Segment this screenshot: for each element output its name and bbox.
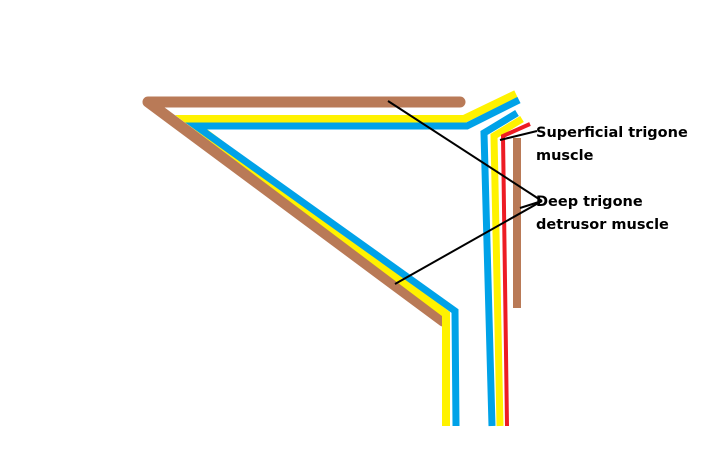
superficial-label-line2: muscle — [536, 148, 594, 164]
yellow-layer-left — [175, 90, 518, 426]
blue-layer-left — [185, 96, 521, 427]
yellow-layer-right — [490, 116, 524, 427]
deep-label-line1: Deep trigone — [536, 194, 643, 210]
pointer-deep-top — [387, 100, 543, 202]
deep-trigone-label: Deep trigone detrusor muscle — [536, 191, 669, 237]
superficial-label-line1: Superficial trigone — [536, 125, 688, 141]
deep-label-line2: detrusor muscle — [536, 217, 669, 233]
superficial-trigone-label: Superficial trigone muscle — [536, 122, 688, 168]
blue-layer-right — [480, 110, 519, 427]
deep-trigone-band — [142, 96, 466, 327]
pointer-deep-side — [519, 200, 543, 209]
pointer-superficial — [499, 130, 538, 141]
red-layer-right — [500, 122, 531, 427]
pointer-deep-bottom — [394, 200, 543, 285]
